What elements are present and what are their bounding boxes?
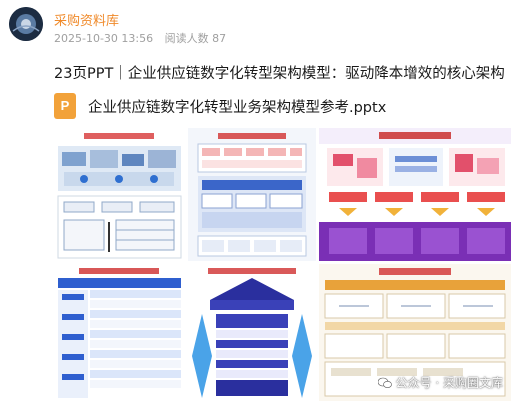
post-date: 2025-10-30 13:56 (54, 32, 154, 45)
attachment-filename[interactable]: 企业供应链数字化转型业务架构模型参考.pptx (88, 100, 387, 116)
post-title: 23页PPT｜企业供应链数字化转型架构模型：驱动降本增效的核心架构 (54, 66, 505, 82)
thumbnail-6-image (319, 264, 511, 401)
avatar[interactable] (9, 7, 43, 41)
thumbnail-4-image (54, 264, 185, 401)
attachment[interactable]: P 企业供应链数字化转型业务架构模型参考.pptx (54, 93, 511, 119)
thumbnail-5[interactable] (188, 264, 316, 401)
thumbnail-2-image (188, 128, 316, 261)
thumbnail-1-image (54, 128, 185, 261)
read-count: 阅读人数 87 (164, 32, 227, 45)
image-grid: 公众号 · 采购圈文库 (54, 128, 511, 401)
avatar-image (9, 7, 43, 41)
thumbnail-4[interactable] (54, 264, 185, 401)
thumbnail-5-image (188, 264, 316, 401)
thumbnail-2[interactable] (188, 128, 316, 261)
author-name[interactable]: 采购资料库 (54, 14, 120, 29)
thumbnail-6[interactable]: 公众号 · 采购圈文库 (319, 264, 511, 401)
pptx-file-icon: P (54, 93, 76, 119)
wechat-icon (377, 377, 392, 388)
watermark: 公众号 · 采购圈文库 (377, 374, 503, 391)
post-meta: 2025-10-30 13:56 阅读人数 87 (54, 30, 234, 46)
thumbnail-3-image (319, 128, 511, 261)
thumbnail-3[interactable] (319, 128, 511, 261)
thumbnail-1[interactable] (54, 128, 185, 261)
watermark-text: 公众号 · 采购圈文库 (395, 376, 503, 390)
